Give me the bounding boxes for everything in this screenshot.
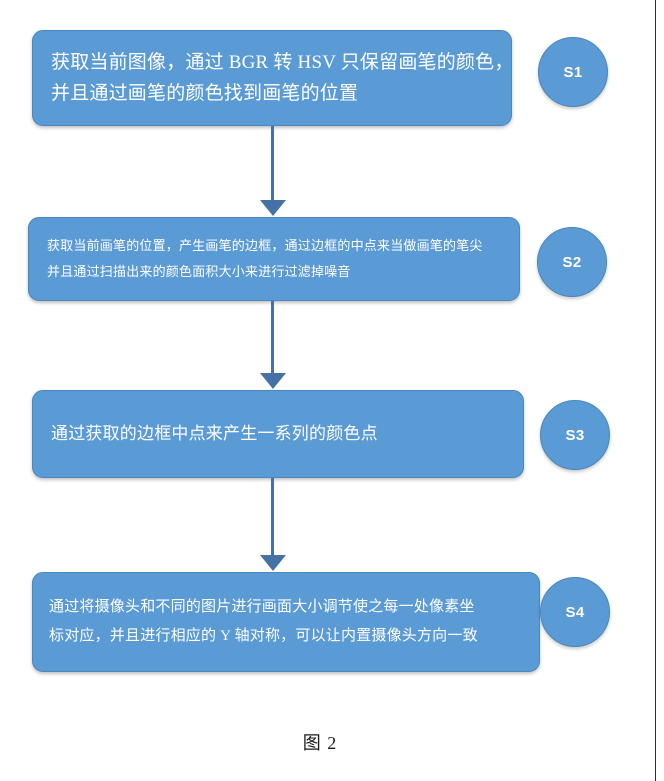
flow-step-box-s2: 获取当前画笔的位置，产生画笔的边框，通过边框的中点来当做画笔的笔尖 并且通过扫描… xyxy=(28,217,520,301)
flow-step-s1-line-1: 获取当前图像，通过 BGR 转 HSV 只保留画笔的颜色， xyxy=(51,52,514,73)
stage-marker-s2-label: S2 xyxy=(562,253,582,271)
stage-marker-s3-label: S3 xyxy=(565,426,585,444)
stage-marker-s3: S3 xyxy=(540,400,610,470)
flow-step-s3-line-1: 通过获取的边框中点来产生一系列的颜色点 xyxy=(51,424,378,443)
arrow-shaft xyxy=(271,126,274,202)
flow-step-s1-line-2: 并且通过画笔的颜色找到画笔的位置 xyxy=(51,83,359,104)
stage-marker-s4-label: S4 xyxy=(565,603,585,621)
stage-marker-s2: S2 xyxy=(537,227,607,297)
arrow-s1-to-s2 xyxy=(260,126,286,218)
arrow-head-down-icon xyxy=(260,200,286,216)
stage-marker-s1-label: S1 xyxy=(563,63,583,81)
figure-caption: 图 2 xyxy=(302,733,338,753)
arrow-shaft xyxy=(271,478,274,557)
flow-step-s4-line-1: 通过将摄像头和不同的图片进行画面大小调节使之每一处像素坐 xyxy=(49,599,475,615)
flow-step-box-s4: 通过将摄像头和不同的图片进行画面大小调节使之每一处像素坐 标对应，并且进行相应的… xyxy=(32,572,540,672)
stage-marker-s1: S1 xyxy=(538,37,608,107)
page-edge-rule xyxy=(655,0,656,781)
arrow-shaft xyxy=(271,301,274,375)
stage-marker-s4: S4 xyxy=(540,577,610,647)
arrow-s2-to-s3 xyxy=(260,301,286,391)
flow-step-s2-line-1: 获取当前画笔的位置，产生画笔的边框，通过边框的中点来当做画笔的笔尖 xyxy=(47,238,483,253)
arrow-head-down-icon xyxy=(260,373,286,389)
flow-step-box-s1: 获取当前图像，通过 BGR 转 HSV 只保留画笔的颜色， 并且通过画笔的颜色找… xyxy=(32,30,514,126)
arrow-head-down-icon xyxy=(260,555,286,571)
flow-step-box-s3: 通过获取的边框中点来产生一系列的颜色点 xyxy=(32,390,524,478)
flow-step-s2-line-2: 并且通过扫描出来的颜色面积大小来进行过滤掉噪音 xyxy=(47,264,351,279)
arrow-s3-to-s4 xyxy=(260,478,286,573)
flow-step-s4-line-2: 标对应，并且进行相应的 Y 轴对称，可以让内置摄像头方向一致 xyxy=(49,628,478,644)
